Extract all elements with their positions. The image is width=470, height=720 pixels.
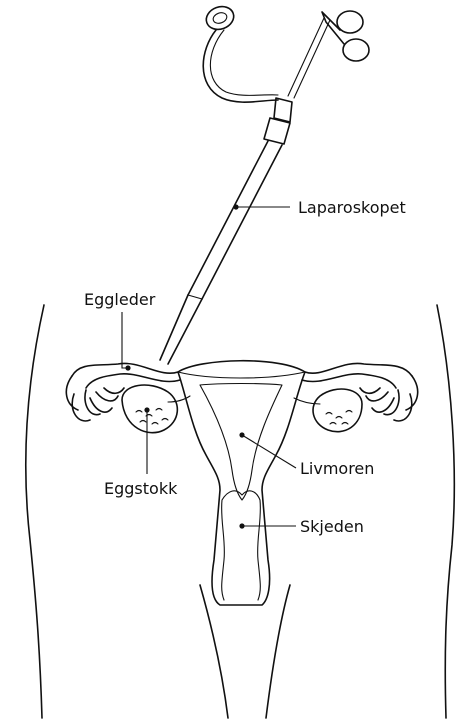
leader-dot-eggleder <box>125 365 130 370</box>
leader-dot-eggstokk <box>144 407 149 412</box>
laparoscope-eyepiece-inner <box>212 11 229 25</box>
ovary-right-outline <box>313 389 362 432</box>
laparoscope-collar <box>264 118 290 144</box>
uterus-top-band <box>178 372 305 378</box>
label-livmoren: Livmoren <box>300 459 374 478</box>
uterus <box>178 361 305 605</box>
laparoscope-connector <box>274 98 292 122</box>
fimbriae-right <box>360 376 418 421</box>
body-outline <box>26 305 454 718</box>
label-eggleder: Eggleder <box>84 290 156 309</box>
body-outline-right <box>437 305 454 718</box>
laparoscope-rod-upper <box>288 18 330 98</box>
fallopian-tube-left <box>66 363 180 421</box>
label-laparoskopet: Laparoskopet <box>298 198 406 217</box>
laparoscope-shaft-tip <box>160 295 202 364</box>
laparoscope-eyepiece-outer <box>203 3 237 33</box>
laparoscope-cable <box>203 30 278 102</box>
fallopian-tube-right <box>302 363 418 421</box>
uterus-cavity <box>200 384 282 501</box>
leader-dot-livmoren <box>239 432 244 437</box>
tube-right-lower <box>302 374 396 388</box>
laparoscope-shaft <box>188 141 282 299</box>
ovary-right <box>294 389 362 432</box>
ovary-left <box>122 385 190 433</box>
leader-eggleder <box>122 312 128 368</box>
ovary-left-follicles <box>136 409 168 425</box>
label-eggstokk: Eggstokk <box>104 479 178 498</box>
label-skjeden: Skjeden <box>300 517 364 536</box>
scissor-handle <box>322 11 369 61</box>
fimbriae-left <box>66 376 124 421</box>
thigh-line-right <box>266 585 290 718</box>
leader-dot-laparoskopet <box>233 204 238 209</box>
laparoscope-cable-inner <box>210 30 278 95</box>
ovary-right-follicles <box>326 411 352 425</box>
labels: Laparoskopet Eggleder Eggstokk Livmoren … <box>84 198 406 536</box>
leader-livmoren <box>242 435 296 468</box>
leader-dot-skjeden <box>239 523 244 528</box>
body-outline-left <box>26 305 44 718</box>
uterus-outer <box>178 361 305 605</box>
ovary-left-outline <box>122 385 177 433</box>
laparoscope <box>160 3 369 364</box>
cervix <box>222 491 261 600</box>
tube-left-lower <box>86 374 180 388</box>
